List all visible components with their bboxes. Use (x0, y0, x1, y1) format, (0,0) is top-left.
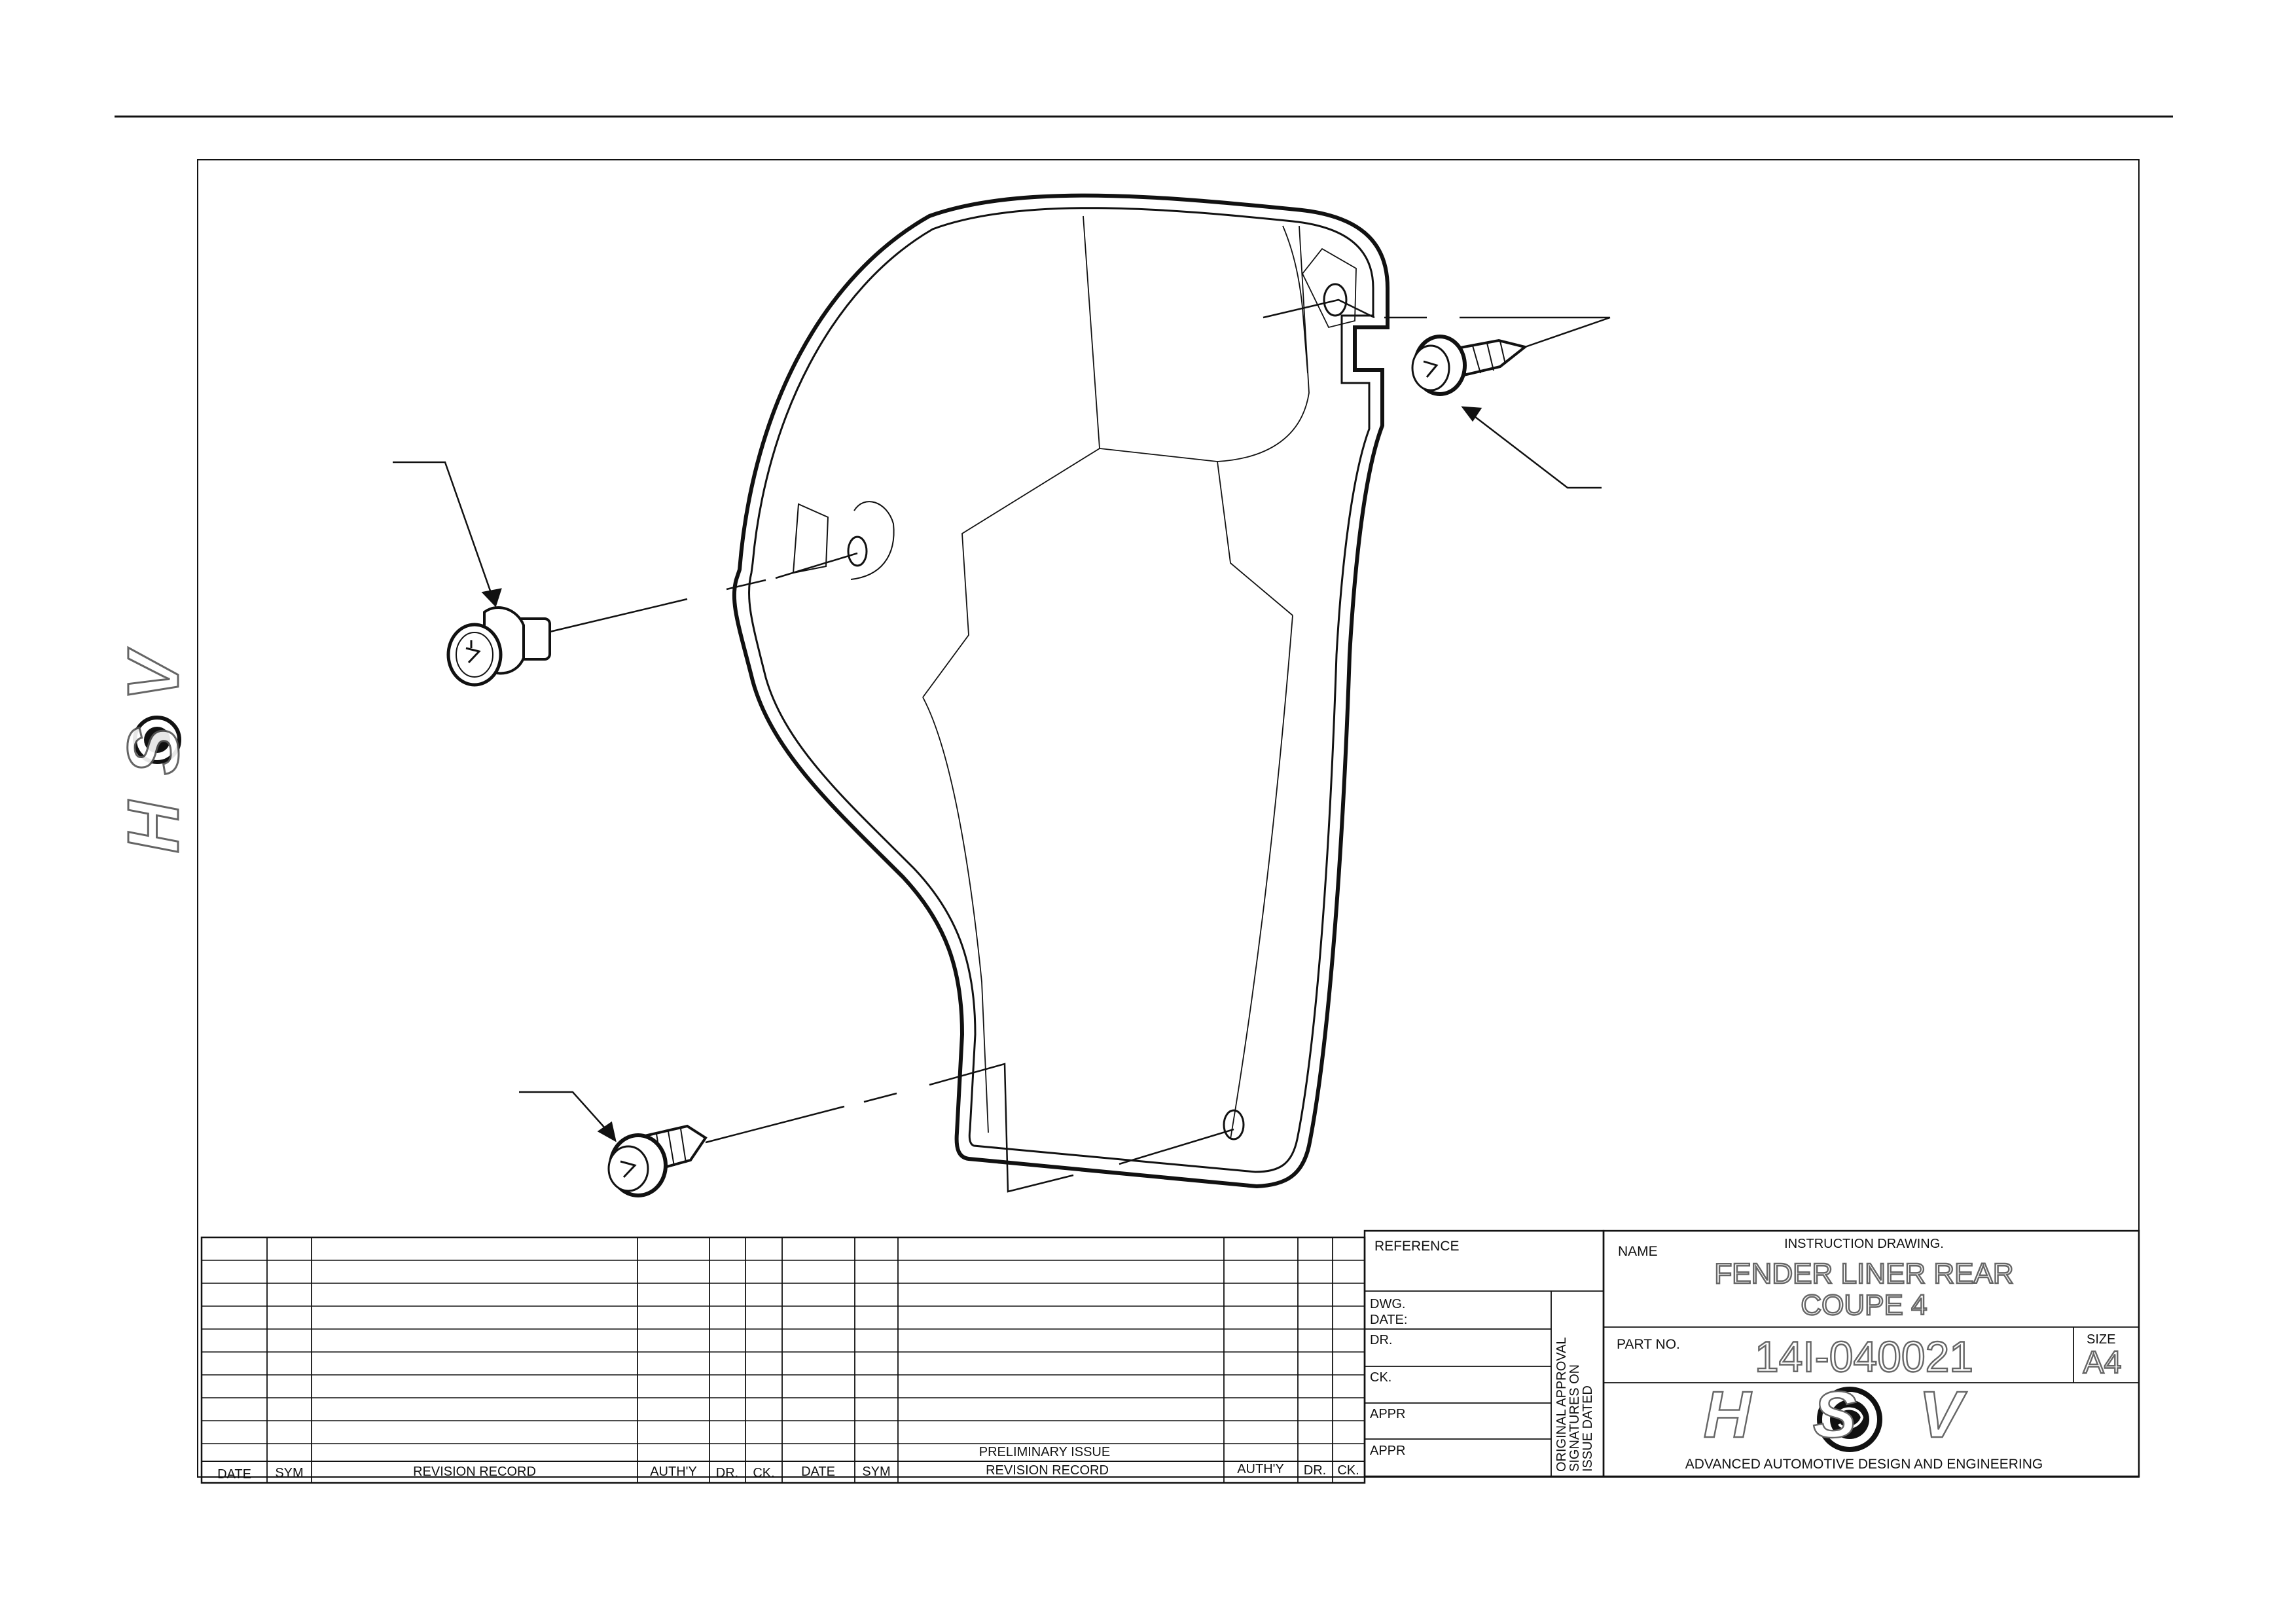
side-hsv-logo: HSV (113, 625, 195, 854)
approval-labels: REFERENCE DWG. DATE: DR. CK. APPR APPR O… (1370, 1239, 1595, 1472)
axis-bottom (705, 1063, 1234, 1193)
screw-upper-right (1411, 335, 1528, 396)
axis-left-clip (549, 552, 858, 633)
part-title-line-2: COUPE 4 (1801, 1289, 1927, 1321)
hdr-revision-right: REVISION RECORD (986, 1463, 1109, 1478)
ck-label: CK. (1370, 1370, 1391, 1385)
date-label: DATE: (1370, 1313, 1407, 1327)
hdr-date-right: DATE (801, 1465, 835, 1479)
title-block (1602, 1230, 2140, 1478)
hdr-authy-left: AUTH'Y (650, 1465, 697, 1479)
appr-label-1: APPR (1370, 1407, 1405, 1421)
title-hsv-logo: HSV (1702, 1377, 2025, 1452)
reference-label: REFERENCE (1374, 1239, 1460, 1254)
revision-table (200, 1236, 1366, 1484)
leader-bottom (519, 1091, 613, 1137)
axis-upper-right (1263, 299, 1611, 348)
signatures-line-2: SIGNATURES ON (1568, 1364, 1582, 1472)
title-logo-text: HSV (1704, 1378, 2025, 1451)
company-name: ADVANCED AUTOMOTIVE DESIGN AND ENGINEERI… (1685, 1457, 2043, 1472)
mount-hole-bottom (1223, 1109, 1245, 1140)
revision-table-headers: DATE SYM REVISION RECORD AUTH'Y DR. CK. … (217, 1445, 1359, 1482)
hdr-dr-left: DR. (716, 1466, 738, 1480)
screw-bottom (607, 1124, 708, 1197)
hdr-revision-left: REVISION RECORD (413, 1465, 536, 1479)
liner-contour-6 (1282, 225, 1308, 374)
hdr-sym-right: SYM (862, 1465, 890, 1479)
title-block-content: NAME INSTRUCTION DRAWING. FENDER LINER R… (1617, 1237, 2123, 1472)
liner-inner-outline (747, 207, 1374, 1173)
side-logo-text: HSV (113, 627, 194, 853)
hdr-authy-right: AUTH'Y (1237, 1462, 1284, 1476)
liner-contour-4 (1217, 461, 1293, 616)
part-title-line-1: FENDER LINER REAR (1714, 1258, 2013, 1290)
hdr-date-left: DATE (217, 1467, 251, 1482)
mount-hole-upper-right (1323, 283, 1348, 317)
liner-contour-2 (922, 448, 1100, 698)
name-label: NAME (1618, 1244, 1658, 1259)
mount-boss-left (850, 501, 895, 580)
size-label: SIZE (2087, 1332, 2115, 1347)
hdr-sym-left: SYM (275, 1466, 303, 1480)
hdr-preliminary: PRELIMINARY ISSUE (979, 1445, 1110, 1459)
leader-upper-right (1469, 412, 1602, 489)
signatures-line-1: ORIGINAL APPROVAL (1554, 1337, 1569, 1472)
push-clip-fastener (446, 606, 551, 687)
leader-left-clip (393, 461, 497, 606)
dwg-label: DWG. (1370, 1297, 1405, 1311)
dr-label: DR. (1370, 1333, 1392, 1347)
appr-label-2: APPR (1370, 1444, 1405, 1458)
drawing-type: INSTRUCTION DRAWING. (1784, 1237, 1944, 1251)
liner-contour-3 (922, 697, 989, 1133)
assembly-lines (393, 299, 1611, 1193)
hdr-dr-right: DR. (1304, 1463, 1326, 1478)
sheet-size: A4 (2083, 1345, 2122, 1380)
liner-contour-5 (1230, 615, 1293, 1140)
hdr-ck-right: CK. (1337, 1463, 1359, 1478)
part-number: 14I-040021 (1755, 1332, 1973, 1381)
drawing-frame (197, 159, 2140, 1478)
part-no-label: PART NO. (1617, 1337, 1680, 1352)
liner-outer-outline (732, 193, 1390, 1189)
signatures-line-3: ISSUE DATED (1581, 1385, 1595, 1472)
fender-liner-part (732, 193, 1390, 1189)
mount-hole-left (847, 536, 868, 567)
hdr-ck-left: CK. (753, 1466, 774, 1480)
liner-contour-1 (1083, 215, 1310, 462)
